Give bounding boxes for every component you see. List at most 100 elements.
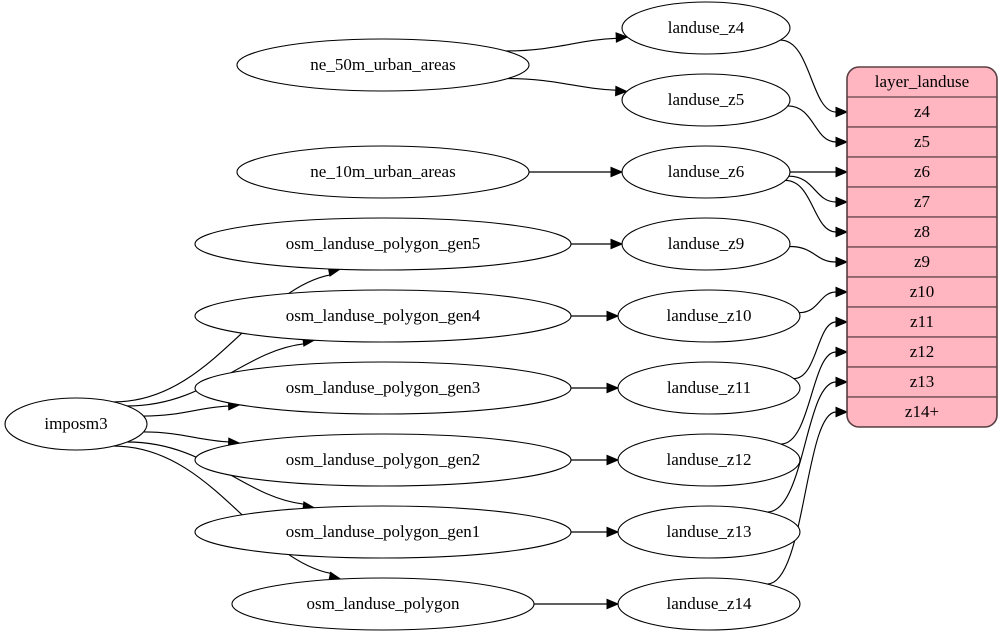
edge-landuse_z6-to-layer_landuse_z7-arrowhead (835, 196, 849, 208)
edge-ne_50m_urban_areas-to-landuse_z4 (505, 37, 617, 52)
node-label-landuse_z6: landuse_z6 (668, 162, 744, 181)
node-landuse_z10[interactable]: landuse_z10 (617, 289, 801, 343)
node-shape-ne_10m_urban_areas (236, 145, 530, 199)
edge-landuse_z9-to-layer_landuse_z9-arrowhead (835, 256, 849, 268)
table-row-z13[interactable] (847, 366, 997, 398)
node-label-landuse_z9: landuse_z9 (668, 234, 744, 253)
node-label-landuse_z11: landuse_z11 (667, 378, 751, 397)
edge-landuse_z9-to-layer_landuse_z9 (789, 245, 837, 263)
edge-ne_50m_urban_areas-to-landuse_z4-arrowhead (615, 32, 629, 43)
node-label-landuse_z10: landuse_z10 (667, 306, 752, 325)
table-header-cell (847, 67, 997, 97)
node-osm_landuse_polygon_gen5[interactable]: osm_landuse_polygon_gen5 (194, 217, 572, 271)
edge-imposm3-to-osm_landuse_polygon_gen2 (143, 431, 229, 443)
node-shape-landuse_z5 (621, 73, 791, 127)
table-row-z11[interactable] (847, 306, 997, 338)
table-cell-label-z11: z11 (910, 312, 934, 331)
edge-ne_50m_urban_areas-to-landuse_z5 (507, 77, 616, 91)
edge-landuse_z14-to-layer_landuse_z14_ (767, 411, 837, 585)
table-cell-label-z12: z12 (910, 342, 935, 361)
edge-landuse_z6-to-layer_landuse_z6-arrowhead (835, 166, 849, 178)
node-label-osm_landuse_polygon_gen2: osm_landuse_polygon_gen2 (286, 450, 481, 469)
edge-osm_landuse_polygon_gen5-to-landuse_z9-arrowhead (610, 238, 624, 250)
node-landuse_z14[interactable]: landuse_z14 (617, 577, 801, 631)
node-shape-osm_landuse_polygon_gen5 (194, 217, 572, 271)
node-landuse_z5[interactable]: landuse_z5 (621, 73, 791, 127)
node-landuse_z13[interactable]: landuse_z13 (617, 505, 801, 559)
node-ne_10m_urban_areas[interactable]: ne_10m_urban_areas (236, 145, 530, 199)
node-osm_landuse_polygon_gen1[interactable]: osm_landuse_polygon_gen1 (194, 505, 572, 559)
edge-landuse_z10-to-layer_landuse_z10 (799, 291, 837, 314)
node-shape-osm_landuse_polygon_gen4 (194, 289, 572, 343)
edge-landuse_z13-to-layer_landuse_z13 (767, 381, 837, 513)
node-landuse_z6[interactable]: landuse_z6 (621, 145, 791, 199)
node-label-imposm3: imposm3 (44, 414, 107, 433)
node-label-landuse_z13: landuse_z13 (667, 522, 752, 541)
table-row-z7[interactable] (847, 186, 997, 218)
node-label-osm_landuse_polygon_gen5: osm_landuse_polygon_gen5 (286, 234, 481, 253)
node-shape-osm_landuse_polygon (231, 577, 535, 631)
edge-landuse_z12-to-layer_landuse_z12 (780, 351, 837, 445)
node-shape-imposm3 (4, 397, 148, 451)
node-osm_landuse_polygon[interactable]: osm_landuse_polygon (231, 577, 535, 631)
table-row-z6[interactable] (847, 156, 997, 188)
node-osm_landuse_polygon_gen4[interactable]: osm_landuse_polygon_gen4 (194, 289, 572, 343)
table-row-z10[interactable] (847, 276, 997, 308)
node-shape-landuse_z11 (617, 361, 801, 415)
nodes-layer: imposm3 ne_50m_urban_areas ne_10m_urban_ar… (4, 1, 801, 631)
node-shape-osm_landuse_polygon_gen1 (194, 505, 572, 559)
edge-landuse_z12-to-layer_landuse_z12-arrowhead (835, 346, 849, 358)
node-label-osm_landuse_polygon_gen3: osm_landuse_polygon_gen3 (286, 378, 481, 397)
edge-landuse_z13-to-layer_landuse_z13-arrowhead (835, 376, 849, 388)
edge-landuse_z4-to-layer_landuse_z4 (780, 39, 837, 113)
node-osm_landuse_polygon_gen2[interactable]: osm_landuse_polygon_gen2 (194, 433, 572, 487)
edge-landuse_z11-to-layer_landuse_z11-arrowhead (835, 316, 849, 328)
node-landuse_z11[interactable]: landuse_z11 (617, 361, 801, 415)
edge-osm_landuse_polygon_gen1-to-landuse_z13-arrowhead (606, 526, 620, 538)
edge-landuse_z6-to-layer_landuse_z8 (785, 179, 837, 233)
edge-osm_landuse_polygon-to-landuse_z14-arrowhead (606, 598, 620, 610)
node-shape-landuse_z6 (621, 145, 791, 199)
node-ne_50m_urban_areas[interactable]: ne_50m_urban_areas (236, 38, 530, 92)
table-cell-label-z5: z5 (914, 132, 930, 151)
edge-ne_10m_urban_areas-to-landuse_z6-arrowhead (610, 166, 624, 178)
layer-landuse-table: layer_landusez4z5z6z7z8z9z10z11z12z13z14… (846, 66, 998, 428)
node-label-landuse_z5: landuse_z5 (668, 90, 744, 109)
table-header-label: layer_landuse (875, 72, 969, 91)
node-shape-landuse_z9 (621, 217, 791, 271)
table-row-z14plus[interactable] (847, 396, 997, 427)
node-landuse_z12[interactable]: landuse_z12 (617, 433, 801, 487)
node-label-landuse_z14: landuse_z14 (667, 594, 752, 613)
node-shape-landuse_z13 (617, 505, 801, 559)
table-row-z8[interactable] (847, 216, 997, 248)
node-osm_landuse_polygon_gen3[interactable]: osm_landuse_polygon_gen3 (194, 361, 572, 415)
node-shape-landuse_z14 (617, 577, 801, 631)
node-label-osm_landuse_polygon_gen4: osm_landuse_polygon_gen4 (286, 306, 481, 325)
edge-imposm3-to-osm_landuse_polygon_gen5 (113, 274, 331, 403)
table-cell-label-z4: z4 (914, 102, 931, 121)
node-label-osm_landuse_polygon: osm_landuse_polygon (307, 594, 460, 613)
edge-landuse_z11-to-layer_landuse_z11 (793, 321, 837, 380)
node-label-ne_50m_urban_areas: ne_50m_urban_areas (310, 55, 455, 74)
node-imposm3[interactable]: imposm3 (4, 397, 148, 451)
edge-landuse_z5-to-layer_landuse_z5 (787, 105, 837, 143)
table-row-z5[interactable] (847, 126, 997, 158)
table-cell-label-z7: z7 (914, 192, 931, 211)
edge-osm_landuse_polygon_gen3-to-landuse_z11-arrowhead (606, 382, 620, 394)
node-shape-landuse_z4 (621, 1, 791, 55)
node-label-osm_landuse_polygon_gen1: osm_landuse_polygon_gen1 (286, 522, 481, 541)
edge-osm_landuse_polygon_gen2-to-landuse_z12-arrowhead (606, 454, 620, 466)
node-landuse_z4[interactable]: landuse_z4 (621, 1, 791, 55)
node-shape-landuse_z10 (617, 289, 801, 343)
table-cell-label-z13: z13 (910, 372, 935, 391)
table-cell-label-z8: z8 (914, 222, 930, 241)
table-outline (846, 66, 998, 428)
node-landuse_z9[interactable]: landuse_z9 (621, 217, 791, 271)
edge-landuse_z6-to-layer_landuse_z8-arrowhead (835, 226, 849, 238)
table-cell-label-z10: z10 (910, 282, 935, 301)
node-shape-landuse_z12 (617, 433, 801, 487)
edge-imposm3-to-osm_landuse_polygon (113, 445, 332, 575)
edge-imposm3-to-osm_landuse_polygon_gen3 (143, 405, 229, 417)
edge-landuse_z14-to-layer_landuse_z14_-arrowhead (835, 406, 849, 418)
